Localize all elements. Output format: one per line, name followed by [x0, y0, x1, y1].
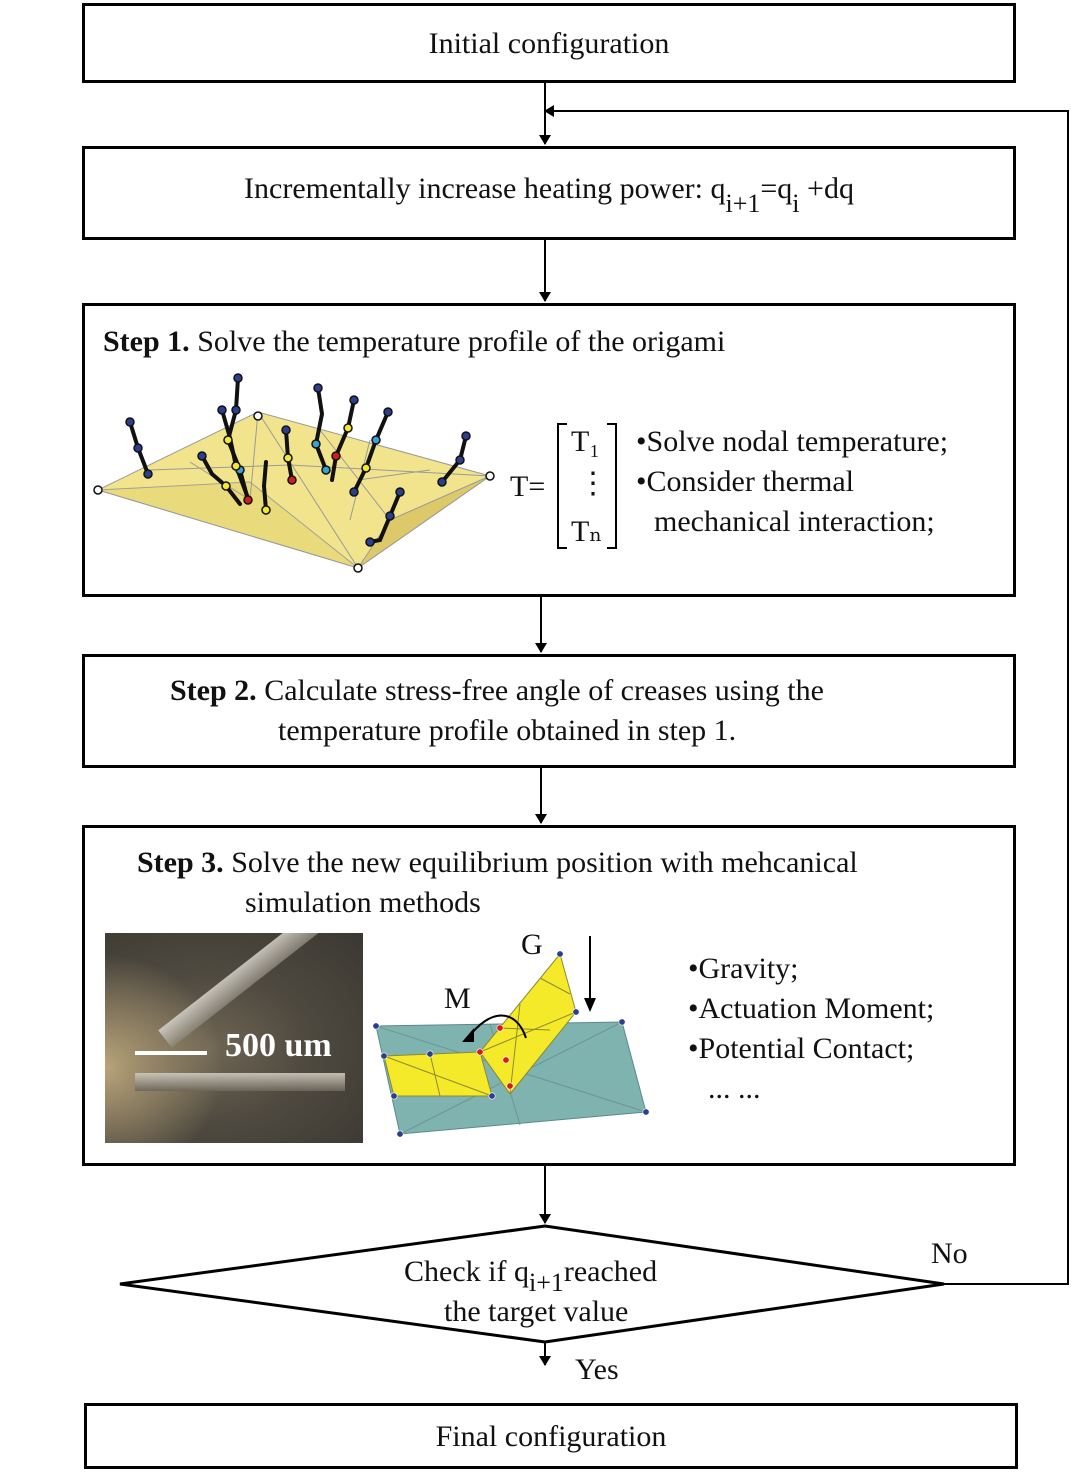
step3-line1: Step 3. Solve the new equilibrium positi…: [137, 846, 858, 879]
final-configuration-box: Final configuration: [84, 1403, 1018, 1469]
microscope-photo: 500 um: [105, 933, 363, 1143]
decision-diamond: [119, 1224, 945, 1344]
step2-box: [82, 654, 1016, 768]
gravity-label: G: [521, 928, 543, 961]
no-label: No: [931, 1237, 968, 1270]
matrix-brackets: [557, 423, 617, 549]
origami-temperature-illustration: [93, 373, 495, 573]
increment-heating-label: Incrementally increase heating power: qi…: [244, 171, 854, 218]
matrix-lhs: T=: [510, 470, 546, 503]
step2-line1: Step 2. Calculate stress-free angle of c…: [170, 674, 824, 707]
step1-bullet-item: •Consider thermal: [636, 465, 854, 498]
step2-line2: temperature profile obtained in step 1.: [278, 714, 737, 747]
initial-configuration-label: Initial configuration: [428, 26, 670, 60]
matrix-entry-top: T₁: [571, 425, 600, 458]
step1-bullet-list: •Solve nodal temperature; •Consider ther…: [636, 422, 948, 542]
increment-heating-box: Incrementally increase heating power: qi…: [82, 146, 1016, 240]
step1-heading: Step 1. Solve the temperature profile of…: [103, 322, 725, 361]
step1-bullet-item: •Solve nodal temperature;: [636, 425, 949, 458]
step3-bullet-item: •Potential Contact;: [688, 1032, 915, 1065]
step3-bullet-item: •Gravity;: [688, 952, 799, 985]
final-configuration-label: Final configuration: [435, 1419, 667, 1453]
step3-bullet-item: •Actuation Moment;: [688, 992, 935, 1025]
scale-bar: [135, 1051, 207, 1055]
step2-title: Step 2.: [170, 674, 257, 707]
step3-line2: simulation methods: [245, 886, 481, 919]
arrow-no-loop: [544, 105, 1069, 1285]
moment-label: M: [444, 982, 471, 1015]
decision-line2: the target value: [444, 1295, 629, 1328]
step1-text: Solve the temperature profile of the ori…: [189, 325, 726, 358]
step3-bullet-item: ... ...: [708, 1072, 761, 1105]
mechanical-simulation-illustration: [372, 936, 650, 1138]
step3-bullet-list: •Gravity; •Actuation Moment; •Potential …: [688, 949, 934, 1109]
initial-configuration-box: Initial configuration: [82, 3, 1016, 83]
yes-label: Yes: [575, 1353, 619, 1386]
matrix-entry-mid: ⋮: [578, 467, 608, 500]
scale-bar-label: 500 um: [225, 1027, 332, 1064]
decision-line1: Check if qi+1reached: [404, 1255, 658, 1297]
step3-title: Step 3.: [137, 846, 224, 879]
step1-title: Step 1.: [103, 325, 190, 358]
matrix-entry-bottom: Tₙ: [571, 515, 603, 548]
step1-bullet-item: mechanical interaction;: [654, 505, 935, 538]
